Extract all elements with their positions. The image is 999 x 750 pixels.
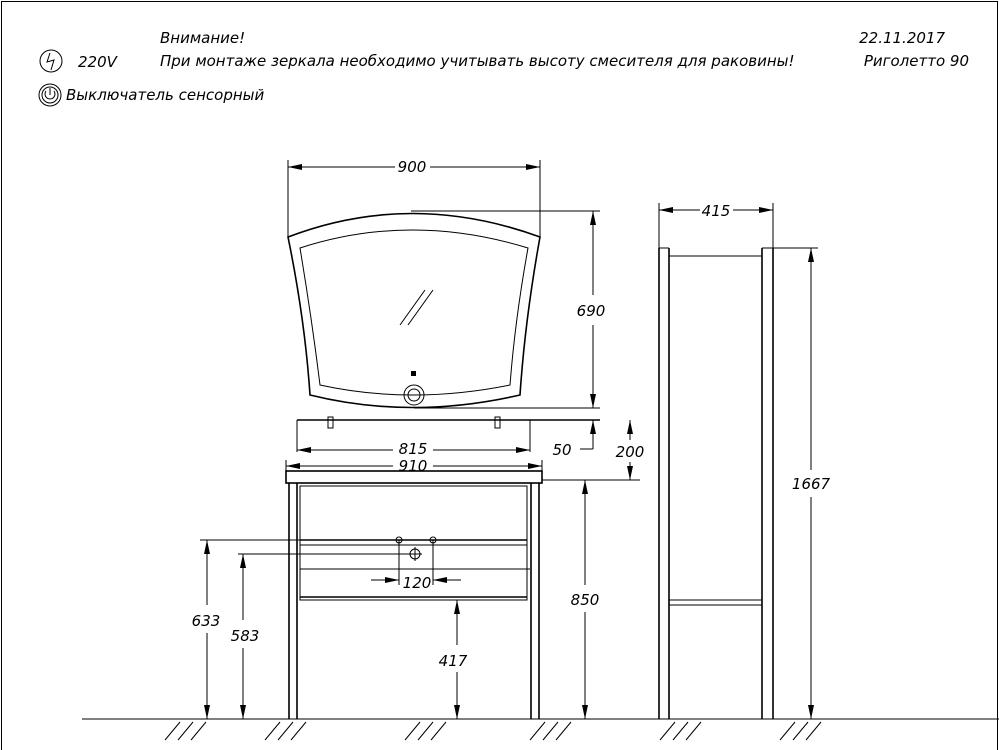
floor-line (82, 718, 999, 741)
dim-pipe-height-2: 583 (231, 553, 415, 719)
svg-text:815: 815 (399, 440, 428, 458)
dim-counter-width: 910 (285, 457, 543, 475)
svg-text:415: 415 (702, 202, 731, 220)
lightning-icon (39, 49, 63, 73)
svg-text:200: 200 (616, 443, 645, 461)
shelf (296, 416, 600, 452)
dim-drawer-height: 417 (439, 600, 468, 719)
power-switch-icon (38, 83, 62, 107)
dim-shelf-height: 200 (616, 420, 645, 480)
dim-mirror-width: 900 (287, 158, 541, 237)
dim-column-width: 415 (658, 202, 774, 248)
mirror (287, 212, 541, 409)
warning-title: Внимание! (160, 29, 245, 47)
svg-text:690: 690 (577, 302, 606, 320)
dim-pipe-height-1: 633 (192, 539, 399, 719)
dim-shelf-gap: 50 (552, 420, 596, 459)
voltage-label: 220V (78, 53, 119, 71)
svg-text:583: 583 (231, 627, 260, 645)
dim-column-height: 1667 (773, 247, 831, 719)
svg-text:1667: 1667 (792, 475, 831, 493)
dim-mirror-height: 690 (411, 210, 606, 409)
warning-text: При монтаже зеркала необходимо учитывать… (160, 52, 795, 70)
dim-shelf-width: 815 (297, 440, 530, 458)
svg-text:120: 120 (403, 574, 432, 592)
column-cabinet (658, 247, 774, 719)
dim-pipe-spacing: 120 (371, 540, 461, 592)
svg-text:850: 850 (571, 591, 600, 609)
model-label: Риголетто 90 (864, 52, 969, 70)
switch-label: Выключатель сенсорный (66, 86, 265, 104)
svg-text:633: 633 (192, 612, 221, 630)
svg-text:417: 417 (439, 652, 468, 670)
dim-cabinet-height: 850 (571, 480, 600, 719)
svg-text:910: 910 (399, 457, 428, 475)
date-label: 22.11.2017 (859, 29, 945, 47)
svg-text:900: 900 (398, 158, 427, 176)
svg-text:50: 50 (552, 441, 571, 459)
